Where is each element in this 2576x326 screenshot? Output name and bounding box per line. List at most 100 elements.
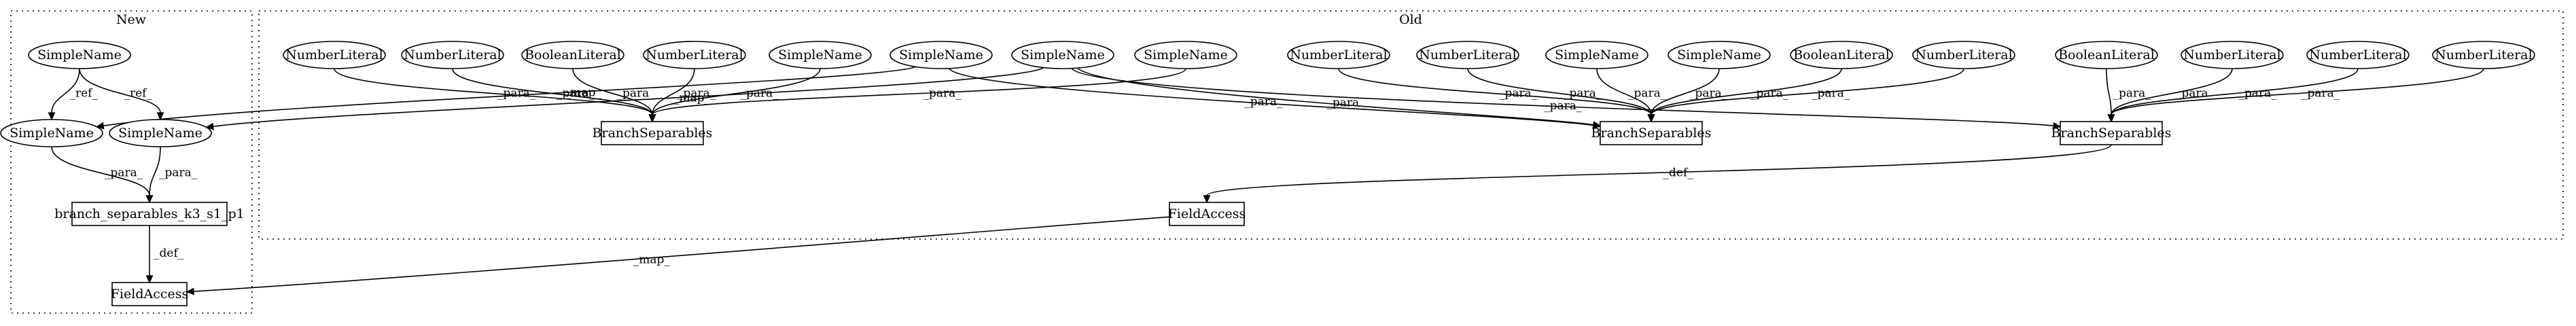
arrowhead (648, 114, 656, 123)
node-o_sn3[interactable]: SimpleName (1011, 41, 1114, 69)
arrowhead (145, 195, 154, 204)
edge-label: _para_ (2239, 87, 2278, 101)
edge-line (51, 68, 80, 113)
node-label: NumberLiteral (2435, 48, 2532, 62)
edge-label: _para_ (1564, 87, 1602, 101)
node-label: NumberLiteral (285, 48, 383, 62)
edge-o_sn2-to-n_sn_a: _map_ (95, 66, 916, 130)
node-o_sn4[interactable]: SimpleName (1134, 41, 1237, 69)
node-o_sn6[interactable]: SimpleName (1668, 41, 1771, 69)
node-label: SimpleName (899, 48, 983, 62)
node-label: BranchSeparables (2051, 126, 2172, 141)
edge-line (1651, 68, 1720, 115)
node-o_nl6[interactable]: NumberLiteral (1912, 41, 2015, 69)
edge-label: _para_ (1628, 87, 1667, 101)
edge-label: _map_ (565, 86, 602, 100)
edge-line (1467, 68, 1652, 115)
node-o_bl2[interactable]: BooleanLiteral (1790, 41, 1893, 69)
node-label: BranchSeparables (1591, 126, 1712, 141)
node-n_sn_top[interactable]: SimpleName (28, 41, 131, 69)
edge-line (949, 68, 1594, 126)
cluster-label: New (116, 12, 147, 27)
node-o_sn5[interactable]: SimpleName (1545, 41, 1648, 69)
edge-line (1076, 67, 1594, 126)
node-o_bs2[interactable]: BranchSeparables (1591, 121, 1712, 145)
node-n_fa[interactable]: FieldAccess (111, 282, 189, 306)
node-label: BranchSeparables (593, 126, 713, 141)
edge-line (149, 146, 161, 196)
arrowhead (1647, 114, 1655, 123)
node-label: BooleanLiteral (1793, 48, 1890, 62)
node-box (2060, 121, 2163, 145)
edge-line (2111, 68, 2484, 115)
edge-o_nl6-to-o_bs2: _para_ (1647, 68, 1964, 123)
node-o_nl4[interactable]: NumberLiteral (1287, 41, 1390, 69)
node-o_nl7[interactable]: NumberLiteral (2181, 41, 2284, 69)
edge-line (51, 146, 150, 196)
node-label: SimpleName (778, 48, 862, 62)
node-label: SimpleName (37, 48, 122, 62)
node-n_sn_a[interactable]: SimpleName (0, 119, 103, 147)
node-o_bl1[interactable]: BooleanLiteral (521, 41, 624, 69)
edge-label: _para_ (2176, 87, 2215, 101)
node-ellipse (889, 41, 993, 69)
edge-line (2106, 68, 2112, 115)
node-ellipse (2432, 41, 2535, 69)
node-o_nl5[interactable]: NumberLiteral (1416, 41, 1519, 69)
edge-o_nl5-to-o_bs2: _para_ (1467, 68, 1655, 123)
node-o_nl1[interactable]: NumberLiteral (283, 41, 386, 69)
node-ellipse (1545, 41, 1648, 69)
edge-n_bs-to-n_fa: _def_ (145, 225, 184, 284)
edge-line (1596, 68, 1652, 115)
node-o_nl2[interactable]: NumberLiteral (401, 41, 504, 69)
edge-label: _para_ (1499, 87, 1538, 101)
node-label: BooleanLiteral (525, 48, 621, 62)
arrowhead (156, 112, 164, 121)
edge-label: _para_ (1544, 99, 1583, 113)
edge-line (652, 68, 1186, 115)
node-label: SimpleName (1555, 48, 1639, 62)
edge-line (1206, 144, 2112, 196)
node-o_bs1[interactable]: BranchSeparables (593, 121, 713, 145)
node-o_nl8[interactable]: NumberLiteral (2306, 41, 2410, 69)
node-ellipse (1912, 41, 2015, 69)
arrowhead (1592, 121, 1602, 129)
node-ellipse (1416, 41, 1519, 69)
edge-label: _para_ (2301, 87, 2340, 101)
node-o_sn1[interactable]: SimpleName (769, 41, 872, 69)
node-label: FieldAccess (111, 287, 189, 302)
edge-line (1651, 68, 1842, 115)
arrowhead (186, 287, 194, 295)
node-ellipse (643, 41, 746, 69)
edge-label: _para_ (557, 87, 595, 101)
node-label: BooleanLiteral (2058, 48, 2155, 62)
node-label: NumberLiteral (1915, 48, 2012, 62)
node-label: NumberLiteral (1419, 48, 1516, 62)
edge-label: _ref_ (70, 86, 99, 100)
edge-line (652, 68, 695, 115)
node-n_sn_b[interactable]: SimpleName (109, 119, 212, 147)
node-o_nl3[interactable]: NumberLiteral (643, 41, 746, 69)
edge-line (103, 66, 916, 126)
node-ellipse (1134, 41, 1237, 69)
edge-label: _ref_ (124, 86, 153, 100)
node-ellipse (28, 41, 131, 69)
node-label: NumberLiteral (1290, 48, 1387, 62)
node-label: NumberLiteral (2183, 48, 2280, 62)
node-box (71, 202, 228, 226)
node-o_bs3[interactable]: BranchSeparables (2051, 121, 2172, 145)
edge-o_sn3-to-n_sn_b: _map_ (205, 67, 1044, 130)
node-label: SimpleName (1144, 48, 1228, 62)
node-o_bl3[interactable]: BooleanLiteral (2055, 41, 2158, 69)
arrowhead (2052, 122, 2062, 130)
node-label: NumberLiteral (646, 48, 743, 62)
arrowhead (205, 122, 214, 130)
node-n_bs[interactable]: branch_separables_k3_s1_p1 (54, 202, 245, 226)
node-o_fa[interactable]: FieldAccess (1168, 202, 1246, 226)
edge-line (213, 67, 1044, 127)
node-o_sn2[interactable]: SimpleName (889, 41, 993, 69)
edge-o_sn3-to-o_bs3: _para_ (1071, 68, 2062, 130)
node-o_nl9[interactable]: NumberLiteral (2432, 41, 2535, 69)
edge-line (334, 68, 653, 115)
node-label: SimpleName (10, 126, 94, 141)
